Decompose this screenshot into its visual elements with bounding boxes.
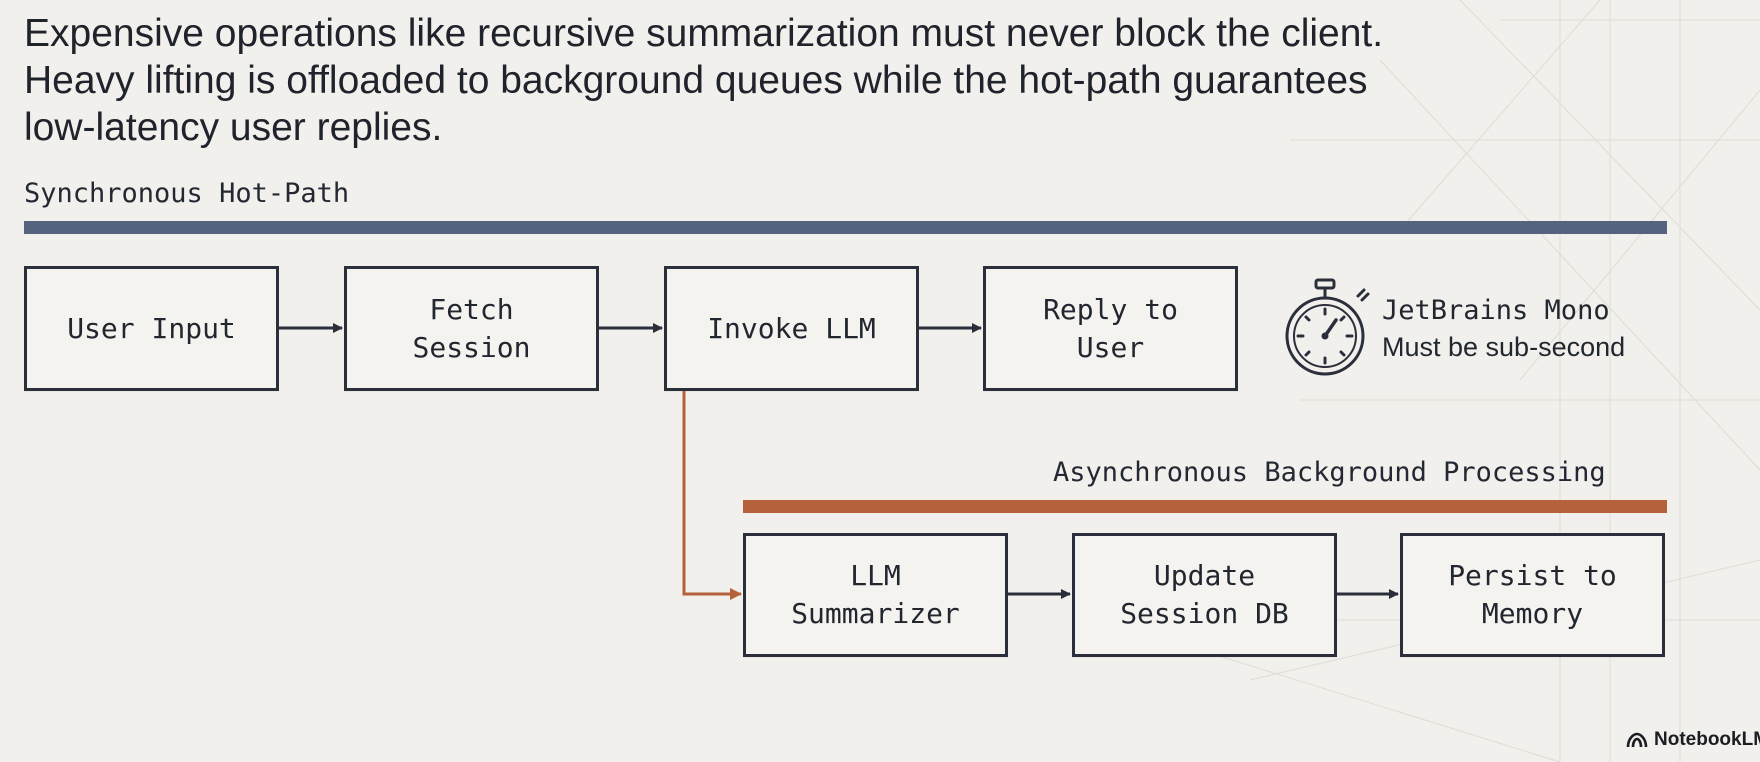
headline: Expensive operations like recursive summ…	[24, 10, 1524, 151]
timer-note: JetBrains Mono Must be sub-second	[1382, 292, 1625, 366]
async-section-label: Asynchronous Background Processing	[1053, 457, 1606, 488]
step-label-line-1: Fetch	[429, 292, 514, 326]
step-label-line-2: Memory	[1481, 597, 1584, 630]
step-label-line-1: Update	[1153, 559, 1256, 592]
stopwatch-icon	[1285, 278, 1370, 376]
step-label-line-2: Summarizer	[791, 597, 960, 630]
step-fetch-session: Fetch Session	[344, 266, 599, 391]
step-label-line-1: Persist to	[1448, 559, 1617, 592]
async-section-bar	[743, 500, 1667, 513]
sync-section-bar	[24, 221, 1667, 234]
step-label: Invoke LLM	[707, 311, 876, 345]
sync-section-label: Synchronous Hot-Path	[24, 178, 350, 209]
step-label: User Input	[67, 311, 236, 345]
step-label-line-1: LLM	[850, 559, 901, 592]
step-invoke-llm: Invoke LLM	[664, 266, 919, 391]
headline-line-1: Expensive operations like recursive summ…	[24, 12, 1384, 55]
step-label-line-2: User	[1076, 330, 1145, 364]
step-user-input: User Input	[24, 266, 279, 391]
step-update-session-db: Update Session DB	[1072, 533, 1337, 657]
step-label-line-2: Session DB	[1120, 597, 1289, 630]
step-label-line-2: Session	[412, 330, 531, 364]
step-label-line-1: Reply to	[1043, 292, 1178, 326]
headline-line-2: Heavy lifting is offloaded to background…	[24, 59, 1368, 102]
step-llm-summarizer: LLM Summarizer	[743, 533, 1008, 657]
brand-label: NotebookLM	[1654, 729, 1760, 750]
notebooklm-brand: NotebookLM	[1626, 729, 1760, 751]
headline-line-3: low-latency user replies.	[24, 106, 443, 149]
notebooklm-logo-icon	[1626, 732, 1648, 748]
timer-note-font: JetBrains Mono	[1382, 295, 1610, 326]
timer-note-text: Must be sub-second	[1382, 332, 1626, 362]
step-persist-to-memory: Persist to Memory	[1400, 533, 1665, 657]
step-reply-to-user: Reply to User	[983, 266, 1238, 391]
